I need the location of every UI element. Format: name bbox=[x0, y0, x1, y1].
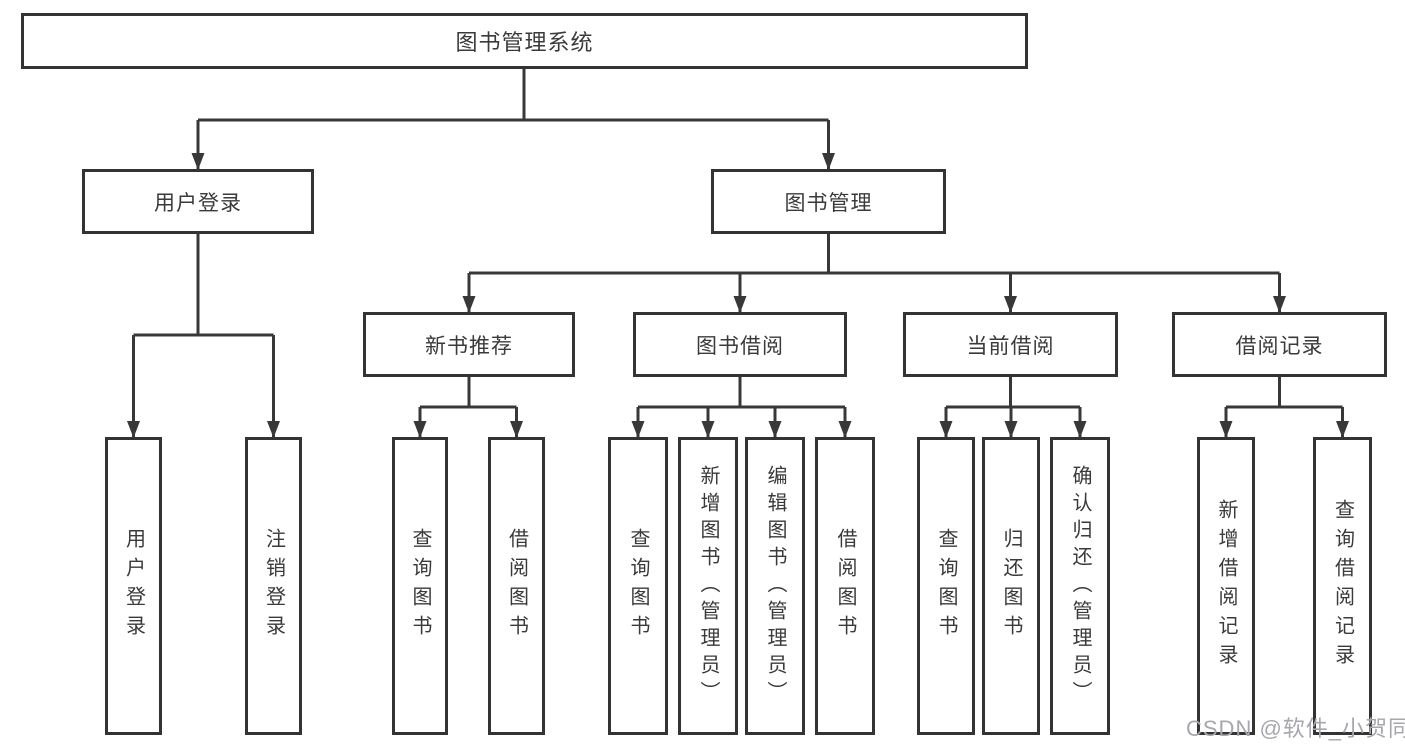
node-leaf-return-books: 归还图书 bbox=[982, 437, 1040, 735]
leaf-label: 新增借阅记录 bbox=[1215, 499, 1237, 673]
leaf-label: 编辑图书（管理员） bbox=[764, 464, 786, 708]
leaf-label: 查询借阅记录 bbox=[1331, 499, 1354, 673]
node-current-borrowing: 当前借阅 bbox=[903, 312, 1118, 377]
csdn-watermark: CSDN @软件_小贺同学 bbox=[1186, 716, 1405, 741]
leaf-label: 新增图书（管理员） bbox=[697, 464, 719, 708]
leaf-label: 注销登录 bbox=[262, 528, 285, 644]
node-leaf-query-books: 查询图书 bbox=[608, 437, 668, 735]
leaf-label: 用户登录 bbox=[122, 528, 145, 644]
node-leaf-user-login: 用户登录 bbox=[105, 437, 162, 735]
node-leaf-logout: 注销登录 bbox=[245, 437, 302, 735]
node-book-borrowing: 图书借阅 bbox=[633, 312, 847, 377]
leaf-label: 归还图书 bbox=[1000, 528, 1022, 644]
node-leaf-add-books-admin: 新增图书（管理员） bbox=[678, 437, 738, 735]
node-leaf-query-books: 查询图书 bbox=[392, 437, 448, 735]
node-leaf-edit-books-admin: 编辑图书（管理员） bbox=[745, 437, 805, 735]
node-leaf-confirm-return-admin: 确认归还（管理员） bbox=[1050, 437, 1110, 735]
node-book-management: 图书管理 bbox=[711, 169, 946, 234]
leaf-label: 查询图书 bbox=[409, 528, 431, 644]
node-leaf-query-borrow-record: 查询借阅记录 bbox=[1313, 437, 1372, 735]
leaf-label: 借阅图书 bbox=[834, 528, 856, 644]
node-leaf-add-borrow-record: 新增借阅记录 bbox=[1197, 437, 1255, 735]
node-borrowing-records: 借阅记录 bbox=[1172, 312, 1387, 377]
node-new-book-recommend: 新书推荐 bbox=[363, 312, 575, 377]
node-leaf-borrow-books: 借阅图书 bbox=[815, 437, 875, 735]
node-leaf-query-books: 查询图书 bbox=[917, 437, 975, 735]
leaf-label: 查询图书 bbox=[935, 528, 957, 644]
leaf-label: 借阅图书 bbox=[505, 528, 528, 644]
node-user-login: 用户登录 bbox=[82, 169, 314, 234]
leaf-label: 确认归还（管理员） bbox=[1069, 464, 1091, 708]
node-leaf-borrow-books: 借阅图书 bbox=[488, 437, 545, 735]
node-library-system: 图书管理系统 bbox=[21, 13, 1028, 69]
leaf-label: 查询图书 bbox=[627, 528, 649, 644]
